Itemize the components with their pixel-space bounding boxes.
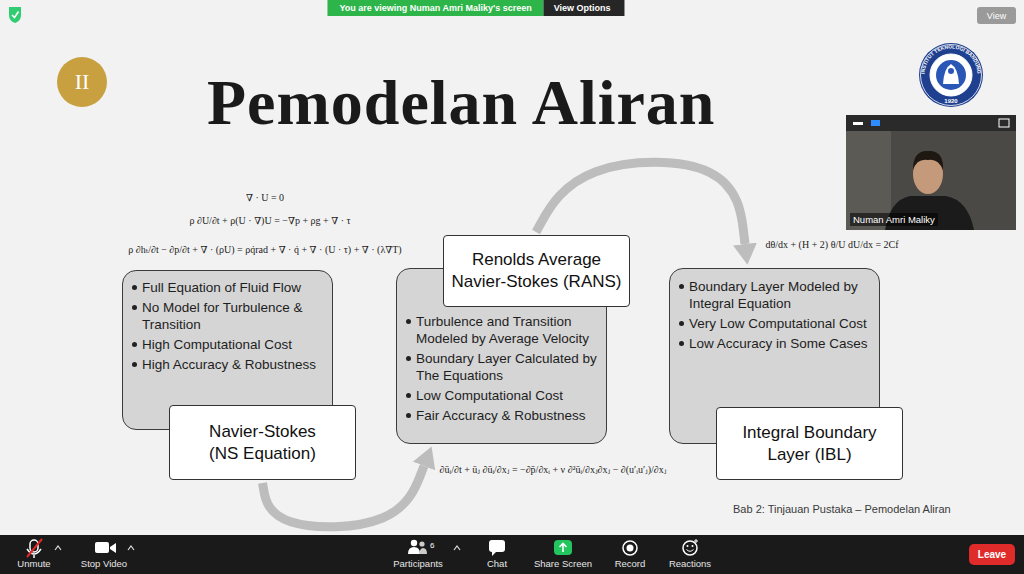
thumbnail-icon: [999, 119, 1009, 127]
bullet-text: Low Accuracy in Some Cases: [678, 335, 873, 352]
bullet-text: Very Low Computational Cost: [678, 315, 873, 332]
video-icon: [110, 543, 116, 553]
toolbar-label: Reactions: [669, 558, 711, 569]
summary-box: Full Equation of Fluid Flow No Model for …: [122, 270, 333, 430]
slide-title: Pemodelan Aliran: [207, 71, 715, 135]
toolbar-label: Record: [615, 558, 646, 569]
toolbar-label: Chat: [487, 558, 507, 569]
section-badge: II: [57, 57, 107, 107]
itb-logo: INSTITUT TEKNOLOGI BANDUNG: [919, 43, 983, 107]
logo-ring-text: INSTITUT TEKNOLOGI BANDUNG: [920, 43, 983, 74]
bullet-text: Full Equation of Fluid Flow: [131, 279, 326, 296]
chat-icon: [489, 540, 505, 552]
toolbar-label: Share Screen: [534, 558, 592, 569]
node-text: II: [75, 69, 90, 95]
toolbar-label: Participants: [393, 558, 443, 569]
reactions-icon: [683, 541, 697, 555]
video-icon: [95, 542, 109, 553]
participant-name: Numan Amri Maliky: [850, 213, 938, 226]
view-button: View: [977, 7, 1016, 24]
summary-box: Boundary Layer Modeled by Integral Equat…: [669, 268, 880, 444]
participants-icon: [411, 540, 417, 546]
reactions-icon: [687, 545, 689, 547]
node-text: Navier-Stokes (NS Equation): [198, 421, 328, 465]
toolbar-label: Stop Video: [81, 558, 127, 569]
equation: ∇ · U = 0: [244, 192, 286, 204]
participants-icon: [419, 548, 427, 554]
participant-count: 6: [430, 541, 434, 550]
thumbnail-icon: [853, 122, 863, 125]
share-arrow: [560, 544, 567, 553]
caret: [55, 546, 61, 550]
mute-slash: [27, 539, 42, 557]
bullet-text: Turbulence and Transition Modeled by Ave…: [405, 313, 600, 347]
reactions-icon: [687, 550, 694, 552]
shield-icon: [9, 7, 21, 23]
equation: ρ ∂hₜ/∂t − ∂p/∂t + ∇ · (ρU) = ρq̇rad + ∇…: [126, 244, 403, 256]
toolbar-label: Unmute: [17, 558, 50, 569]
slide-caption: Bab 2: Tinjauan Pustaka – Pemodelan Alir…: [733, 503, 951, 515]
participants-icon: [419, 541, 424, 546]
reactions-plus: [694, 539, 698, 543]
node-text: Leave: [978, 549, 1006, 560]
summary-box: Turbulence and Transition Modeled by Ave…: [396, 268, 607, 444]
participants-icon: [408, 547, 420, 554]
logo-ring-text: INSTITUT TEKNOLOGI BANDUNG: [920, 43, 983, 74]
node-text: View Options: [544, 0, 625, 16]
leave-button: Leave: [969, 544, 1015, 565]
shield-check: [12, 12, 19, 18]
record-icon: [627, 545, 634, 552]
caret: [128, 546, 134, 550]
logo-emblem: [936, 60, 966, 90]
thumbnail-header: [846, 115, 1016, 131]
person-hair: [913, 151, 943, 170]
thumbnail-video: [846, 131, 1016, 230]
method-label-box: Integral Boundary Layer (IBL): [716, 407, 903, 480]
record-icon: [623, 541, 637, 555]
node-text: You are viewing Numan Amri Maliky's scre…: [327, 0, 543, 16]
logo-inner: [930, 54, 972, 96]
logo-ring: [919, 43, 983, 107]
equation: ρ ∂U/∂t + ρ(U · ∇)U = −∇p + ρg + ∇ · τ: [187, 215, 352, 227]
reactions-icon: [692, 545, 694, 547]
flow-arrow: [536, 162, 745, 244]
chat-icon: [492, 551, 497, 556]
node-text: View: [987, 11, 1006, 21]
bullet-text: Boundary Layer Modeled by Integral Equat…: [678, 278, 873, 312]
toolbar-icons: [27, 539, 698, 558]
video-thumbnail: [846, 115, 1016, 230]
bullet-text: Fair Accuracy & Robustness: [405, 407, 600, 424]
method-label-box: Navier-Stokes (NS Equation): [169, 405, 356, 480]
equation: ∂ūᵢ/∂t + ūⱼ ∂ūᵢ/∂xⱼ = −∂p̄/∂xᵢ + ν ∂²ūᵢ/…: [438, 464, 669, 476]
logo-figure: [943, 64, 959, 84]
toolbar-bar: [0, 535, 1024, 574]
node-text: Renolds Average Navier-Stokes (RANS): [448, 249, 625, 293]
bullet-text: Boundary Layer Calculated by The Equatio…: [405, 350, 600, 384]
bullet-text: High Accuracy & Robustness: [131, 356, 326, 373]
logo-year: 1920: [944, 98, 957, 104]
bullet-text: No Model for Turbulence & Transition: [131, 299, 326, 333]
bullet-text: High Computational Cost: [131, 336, 326, 353]
equation: dθ/dx + (H + 2) θ/U dU/dx = 2Cf: [763, 239, 900, 251]
node-text: Integral Boundary Layer (IBL): [735, 422, 885, 466]
method-label-box: Renolds Average Navier-Stokes (RANS): [443, 235, 630, 307]
logo-figure-head: [948, 68, 954, 74]
thumbnail-icon: [871, 120, 880, 126]
share-icon: [554, 540, 572, 555]
screen-share-banner: You are viewing Numan Amri Maliky's scre…: [327, 0, 624, 16]
bullet-text: Low Computational Cost: [405, 387, 600, 404]
caret: [454, 546, 460, 550]
